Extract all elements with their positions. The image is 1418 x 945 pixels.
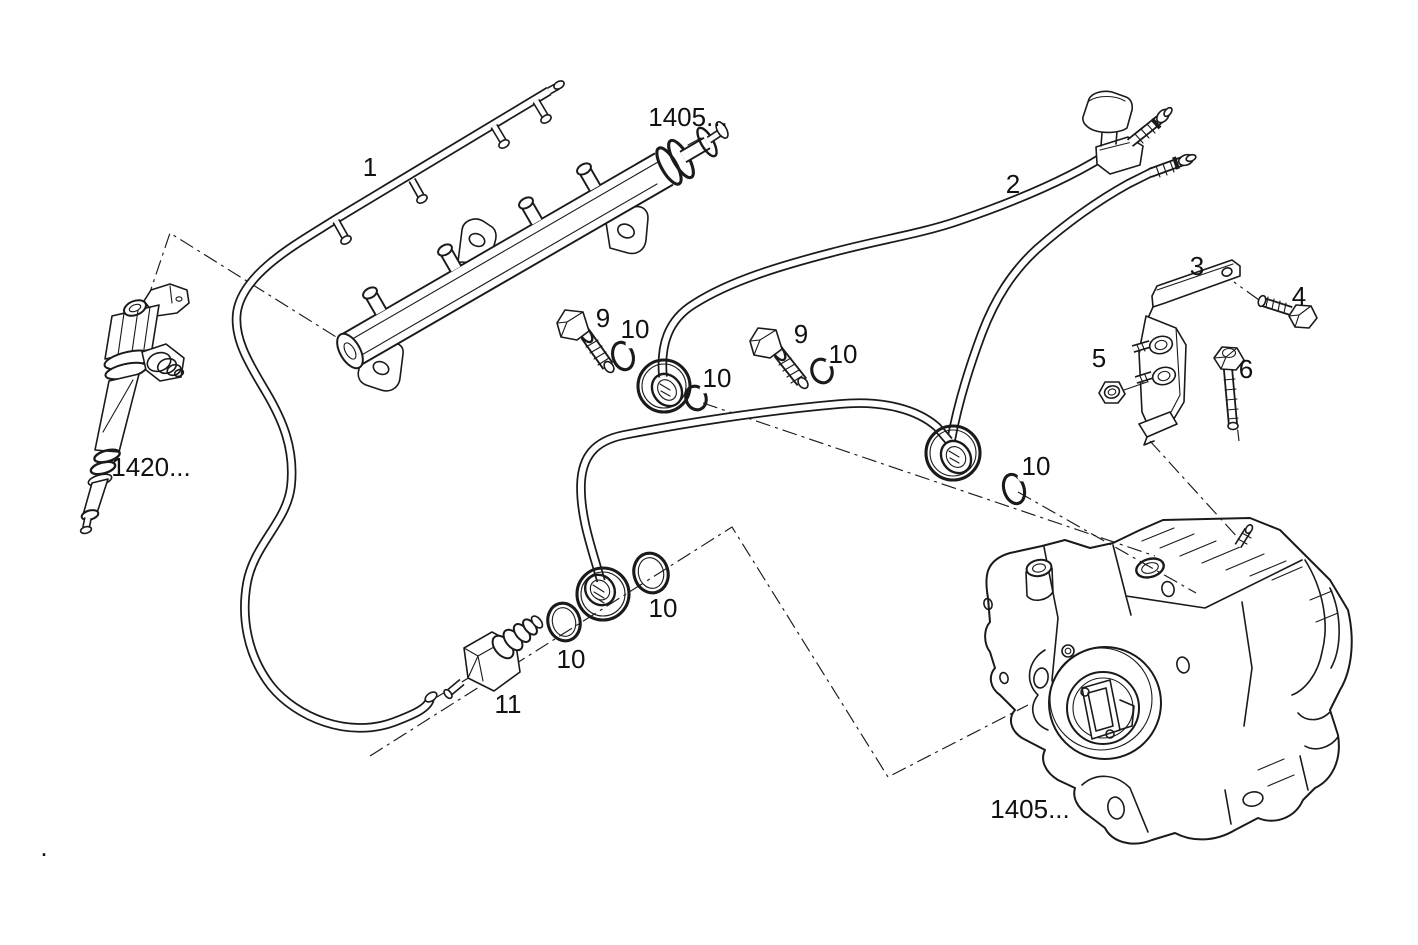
callout-10e: 10: [649, 593, 678, 623]
pump-drive-boss: [1048, 646, 1162, 760]
bracket: [1131, 259, 1241, 446]
callout-9a: 9: [596, 303, 610, 333]
washer-a: [611, 339, 635, 372]
fuel-injector: [79, 283, 190, 535]
pipe-branches: [332, 98, 552, 245]
axis-injector-to-rail: [146, 232, 342, 341]
injector-body: [94, 373, 140, 453]
tee-cap: [1082, 90, 1134, 134]
callout-2: 2: [1006, 169, 1020, 199]
bolt-6: [1213, 346, 1245, 431]
pump-flange-holes: [983, 580, 1190, 685]
bracket-assembly: [1098, 259, 1318, 446]
callout-5: 5: [1092, 343, 1106, 373]
callout-labels: 1 1405... 2 3 4 5 6 9 10 10 9 10 10 10 1…: [40, 102, 1306, 862]
pump-top-boss-port: [1025, 558, 1054, 601]
callout-10b: 10: [703, 363, 732, 393]
return-pipe-assembly: [575, 90, 1197, 622]
axis-bolt-4: [1233, 281, 1260, 301]
washer-e: [632, 551, 670, 595]
axis-banjo-d-to-pump: [1017, 491, 1197, 594]
callout-injector-ref: 1420...: [111, 452, 191, 482]
pump-mounting-ears: [1028, 649, 1309, 825]
callout-10f: 10: [557, 644, 586, 674]
callout-3: 3: [1190, 251, 1204, 281]
axis-banjo-a-to-pump: [702, 402, 1156, 557]
callout-9b: 9: [794, 319, 808, 349]
banjo-bolt-b: [749, 327, 809, 390]
axis-bracket-to-pump: [1149, 440, 1240, 540]
callout-pump-ref: 1405...: [990, 794, 1070, 824]
banjo-union-c: [575, 566, 631, 622]
rail-end-sensor: [655, 121, 729, 186]
washer-b: [684, 384, 709, 412]
axis-pipe-end-to-fitting: [436, 676, 471, 698]
callout-6: 6: [1239, 354, 1253, 384]
pump-top-stud: [1234, 524, 1254, 549]
callout-4: 4: [1292, 281, 1306, 311]
bolt-4: [1257, 294, 1318, 329]
banjo-bolt-a: [556, 309, 615, 374]
callout-10a: 10: [621, 314, 650, 344]
nut-5: [1098, 381, 1148, 404]
seal-washers: [546, 339, 1027, 643]
washer-f: [546, 601, 582, 643]
injector-return-barb: [141, 343, 185, 382]
callout-10d: 10: [1022, 451, 1051, 481]
rail-injector-ports: [362, 162, 602, 316]
threaded-end-a: [1126, 106, 1173, 147]
injection-pump: [983, 517, 1353, 845]
callout-rail-ref: 1405...: [648, 102, 728, 132]
callout-10c: 10: [829, 339, 858, 369]
banjo-union-double: [924, 424, 982, 482]
union-fitting-11: [443, 615, 544, 700]
washer-c: [810, 357, 835, 385]
callout-1: 1: [363, 152, 377, 182]
threaded-end-b: [1148, 153, 1197, 178]
callout-11: 11: [495, 689, 522, 719]
machined-surface-hatching: [1141, 527, 1339, 787]
pump-oval-port: [1135, 557, 1165, 579]
fuel-rail: [332, 121, 729, 392]
washer-d: [1001, 472, 1027, 506]
tee-connector: [1082, 90, 1144, 175]
injector-supply-pipe: [236, 80, 565, 728]
page-dot: .: [40, 832, 47, 862]
